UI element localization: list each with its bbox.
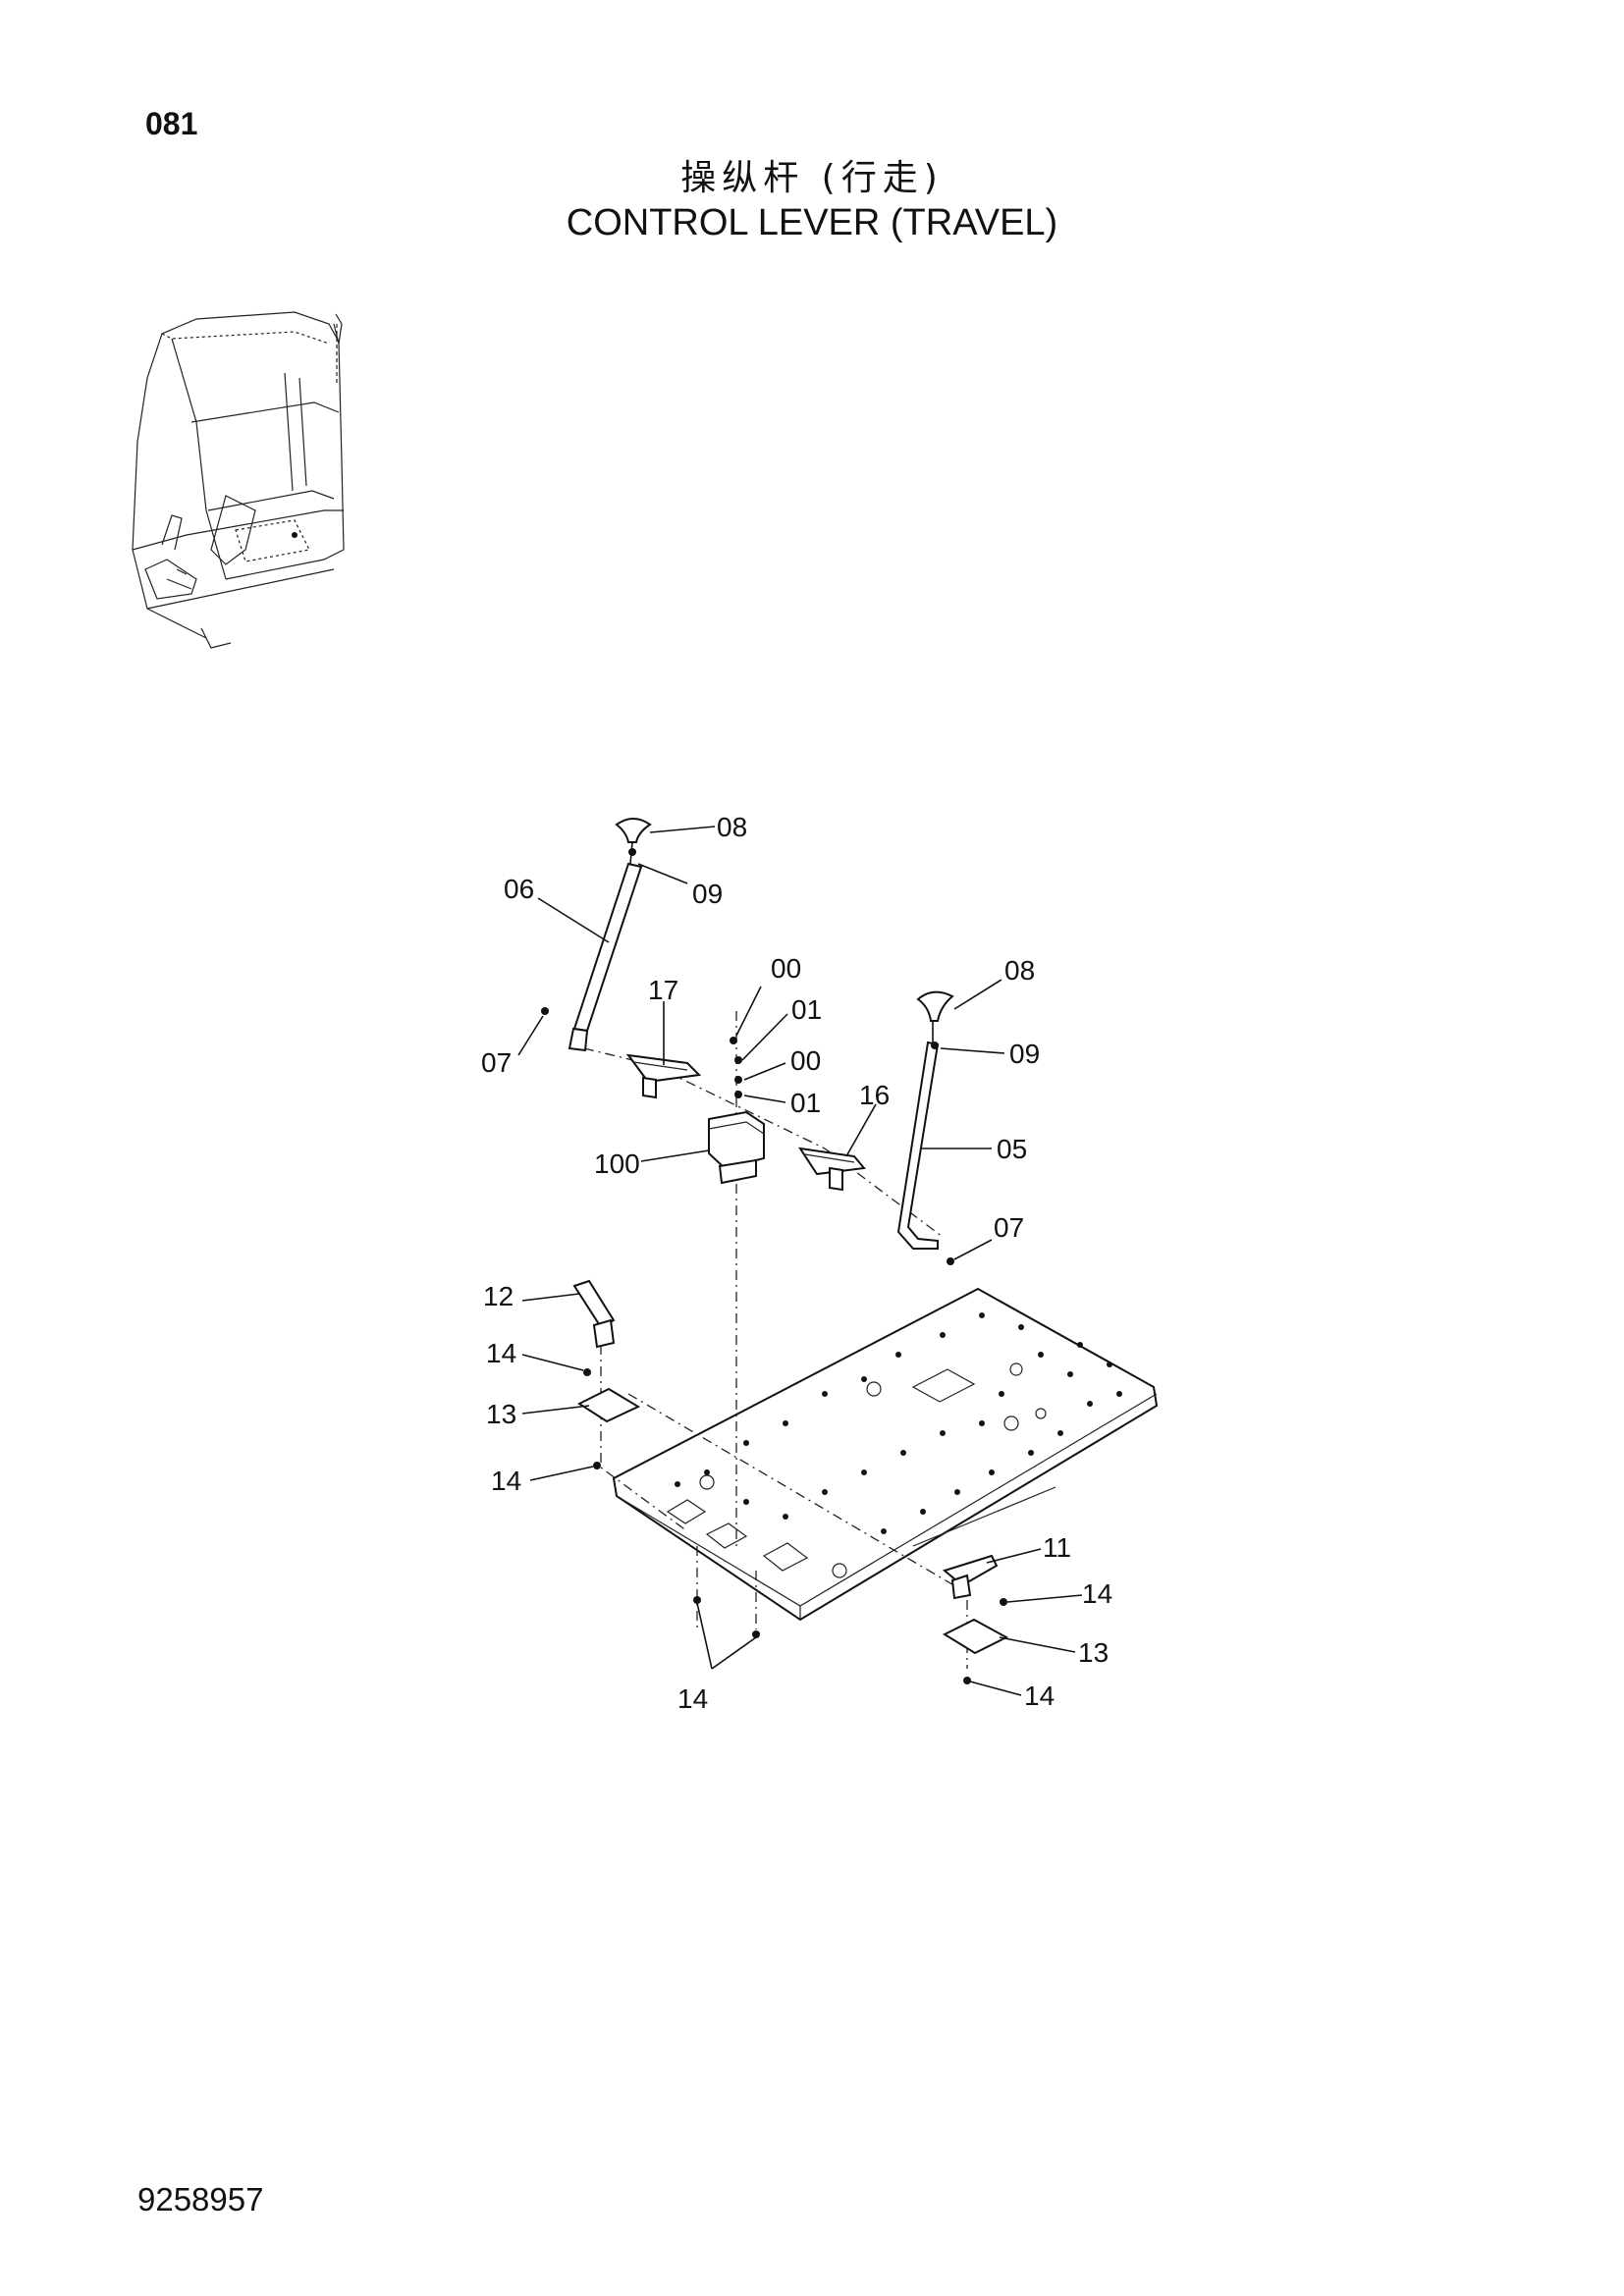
pedal-16 (797, 1147, 866, 1192)
callout-14-c: 14 (677, 1683, 708, 1714)
callout-00-top: 00 (771, 953, 801, 984)
callout-14-a: 14 (486, 1338, 516, 1368)
callout-00-lower: 00 (790, 1045, 821, 1076)
callout-01-top: 01 (791, 994, 822, 1025)
floor-plate (612, 1287, 1159, 1622)
callout-08-right: 08 (1004, 955, 1035, 986)
callout-14-b: 14 (491, 1466, 521, 1496)
pilot-valve-100 (708, 1037, 765, 1185)
callout-09-left: 09 (692, 879, 723, 909)
callout-16: 16 (859, 1080, 890, 1110)
title-english: CONTROL LEVER (TRAVEL) (566, 202, 1058, 243)
callout-17: 17 (648, 975, 678, 1005)
leader-lines (517, 826, 1083, 1696)
callouts: 08 09 06 07 17 00 01 00 01 16 100 08 09 … (481, 812, 1112, 1714)
cab-overview-illustration (132, 311, 345, 649)
callout-01-lower: 01 (790, 1088, 821, 1118)
document-number: 9258957 (137, 2181, 264, 2217)
page-number: 081 (145, 106, 198, 141)
assembly-lines (583, 1011, 968, 1669)
callout-12: 12 (483, 1281, 514, 1311)
callout-08-left: 08 (717, 812, 747, 842)
callout-09-right: 09 (1009, 1039, 1040, 1069)
callout-14-d: 14 (1082, 1578, 1112, 1609)
title-chinese: 操纵杆 (行走) (680, 158, 944, 198)
damper-left (572, 1279, 641, 1469)
callout-14-e: 14 (1024, 1681, 1055, 1711)
callout-13-right: 13 (1078, 1637, 1109, 1668)
callout-07-right: 07 (994, 1212, 1024, 1243)
damper-right (693, 1554, 1009, 1684)
pedal-17 (625, 1053, 702, 1099)
callout-11: 11 (1043, 1532, 1071, 1563)
callout-07-left: 07 (481, 1047, 512, 1078)
callout-13-left: 13 (486, 1399, 516, 1429)
callout-100: 100 (594, 1148, 640, 1179)
callout-06: 06 (504, 874, 534, 904)
right-lever (896, 990, 954, 1265)
left-lever (541, 818, 652, 1052)
callout-05: 05 (997, 1134, 1027, 1164)
